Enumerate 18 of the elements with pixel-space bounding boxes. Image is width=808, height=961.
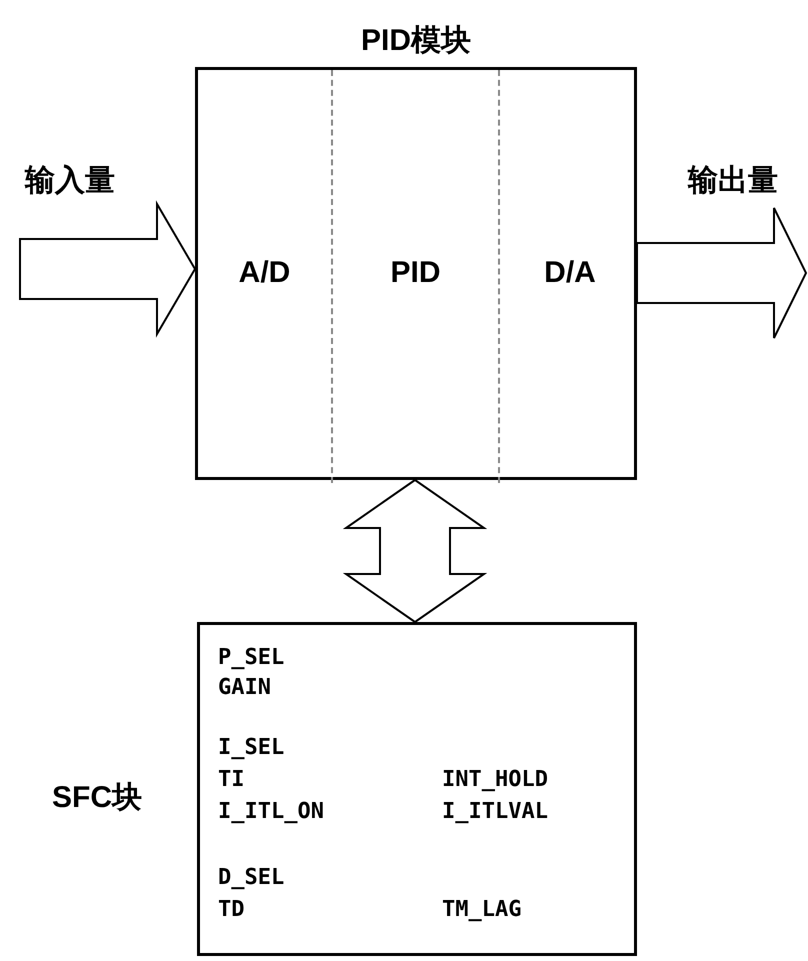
parameter-name: I_ITLVAL	[442, 801, 548, 823]
section-label: A/D	[238, 255, 292, 291]
section-label: D/A	[543, 255, 597, 291]
parameter-name: TD	[218, 899, 244, 921]
parameter-name: I_ITL_ON	[218, 801, 324, 823]
block-arrow	[19, 200, 196, 338]
parameter-name: GAIN	[218, 677, 271, 699]
block-title: SFC块	[52, 780, 142, 816]
block-arrow	[636, 207, 808, 339]
section-label: PID	[389, 255, 442, 291]
parameter-name: TM_LAG	[442, 899, 522, 921]
parameter-name: P_SEL	[218, 647, 284, 669]
parameter-name: INT_HOLD	[442, 769, 548, 791]
block-title: PID模块	[360, 23, 472, 59]
parameter-name: I_SEL	[218, 737, 284, 759]
block-arrow	[342, 478, 488, 624]
parameter-name: D_SEL	[218, 867, 284, 889]
parameter-name: TI	[218, 769, 244, 791]
